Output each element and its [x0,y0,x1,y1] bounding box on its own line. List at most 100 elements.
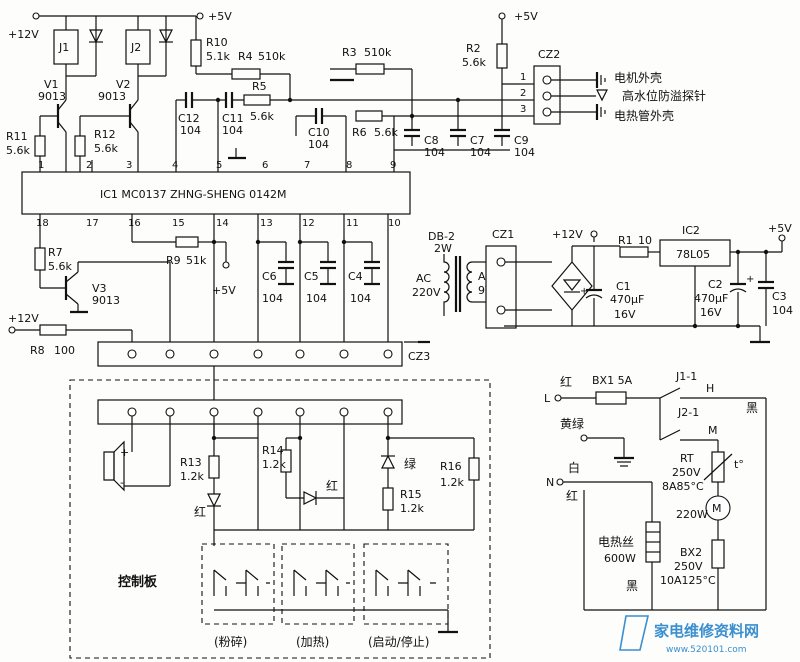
button-grind[interactable]: (粉碎) [214,634,247,649]
power-supply-section: DB-2 2W AC 220V AC 9V CZ1 +12V [412,222,793,344]
fuse-bx2-rating: 10A125°C [660,574,716,587]
heater-label: 电热丝 [598,535,634,549]
r8-value: 100 [54,344,75,357]
ic1-pin-11: 11 [346,218,359,229]
supply-5v-ic-label: +5V [212,284,236,297]
r16-value: 1.2k [440,476,464,489]
contact-m-label: M [708,424,718,437]
r4-name: R4 [238,50,253,63]
resistor-r2 [496,43,508,69]
button-heat[interactable]: (加热) [296,635,329,649]
wire-white-label: 白 [568,460,580,475]
r9-value: 51k [186,254,207,267]
mains-n-label: N [546,476,554,489]
resistor-r3 [355,63,385,75]
r12-value: 5.6k [94,142,118,155]
r16-name: R16 [440,460,462,473]
fuse-bx1-label: BX1 5A [592,374,633,387]
relay-driver-section: +12V J1 J2 V1 9013 V2 9013 [6,12,196,172]
v2-label: V2 [116,78,131,91]
ic1-pin-10: 10 [388,218,401,229]
v1-type: 9013 [38,90,66,103]
c3-name: C3 [772,290,787,303]
ac-in-label: AC [416,272,431,285]
ic1-chip: IC1 MC0137 ZHNG-SHENG 0142M 1 2 3 4 5 6 … [21,160,411,229]
supply-5v-out-label: +5V [768,222,792,235]
ic1-pin-14: 14 [216,218,229,229]
wire-red2-label: 红 [566,488,578,503]
c12-name: C12 [178,112,200,125]
supply-12v-label: +12V [8,28,39,41]
watermark-site: 家电维修资料网 [654,622,759,640]
r7-value: 5.6k [48,260,72,273]
r11-name: R11 [6,130,28,143]
buzzer-minus: - [120,476,124,489]
c9-value: 104 [514,146,535,159]
ic2-part: 78L05 [676,248,710,261]
resistor-r9 [175,236,199,248]
r7-name: R7 [48,246,63,259]
watermark-url: www.520101.com [666,645,747,655]
ic1-pin-5: 5 [216,160,222,171]
r8-name: R8 [30,344,45,357]
v3-type: 9013 [92,294,120,307]
connector-cz3: +12V R8 100 CZ3 [8,312,430,367]
db2-rating: 2W [434,242,452,255]
r14-value: 1.2k [262,458,286,471]
c10-value: 104 [308,138,329,151]
resistor-r12 [74,135,86,157]
resistor-r5 [243,94,271,106]
c6-name: C6 [262,270,277,283]
resistor-r8 [39,324,67,336]
cz2-motor-shell-label: 电机外壳 [614,71,662,85]
contact-h-label: H [706,382,714,395]
thermistor-voltage: 250V [672,466,701,479]
relay-j1-contact-label: J1-1 [675,370,697,383]
c1-voltage: 16V [614,308,636,321]
ic1-pin-4: 4 [172,160,178,171]
ic1-pin-13: 13 [260,218,273,229]
c3-value: 104 [772,304,793,317]
ic2-name: IC2 [682,224,700,237]
resistor-r13 [208,455,220,479]
c11-name: C11 [222,112,244,125]
resistor-r10 [190,39,202,67]
svg-text:+: + [746,274,754,285]
c4-value: 104 [350,292,371,305]
watermark: 家电维修资料网 www.520101.com [619,615,759,655]
supply-5v-top-label: +5V [208,10,232,23]
supply-12v-psu-label: +12V [552,228,583,241]
r6-name: R6 [352,126,367,139]
sensor-network-section: +5V R10 5.1k R4 510k C12 104 C11 104 R5 … [175,10,538,172]
ic1-pin-7: 7 [304,160,310,171]
c2-voltage: 16V [700,306,722,319]
connector-cz2: CZ2 1 2 3 电机外壳 高水位防溢探针 电热管外壳 [520,48,706,125]
wire-earth-label: 黄绿 [560,416,584,431]
ic1-pin-6: 6 [262,160,268,171]
ic1-pin-1: 1 [38,160,44,171]
button-start-frame [363,543,449,625]
thermistor-t-mark: t° [734,458,744,471]
r15-name: R15 [400,488,422,501]
regulator-ic2 [659,239,731,267]
cz2-pin-3: 3 [520,104,526,115]
ac-in-voltage: 220V [412,286,441,299]
c11-value: 104 [222,124,243,137]
thermistor-rating: 8A85°C [662,480,704,493]
r11-value: 5.6k [6,144,30,157]
r10-name: R10 [206,36,228,49]
c1-value: 470μF [610,293,644,306]
supply-12v-r8-label: +12V [8,312,39,325]
resistor-r4 [231,68,261,80]
r6-value: 5.6k [374,126,398,139]
r9-name: R9 [166,254,181,267]
db2-name: DB-2 [428,230,455,243]
button-heat-frame [281,543,355,625]
button-start-stop[interactable]: (启动/停止) [368,634,429,649]
v3-label: V3 [92,282,107,295]
r12-name: R12 [94,128,116,141]
v1-label: V1 [44,78,59,91]
r3-name: R3 [342,46,357,59]
ic1-pin-9: 9 [390,160,396,171]
